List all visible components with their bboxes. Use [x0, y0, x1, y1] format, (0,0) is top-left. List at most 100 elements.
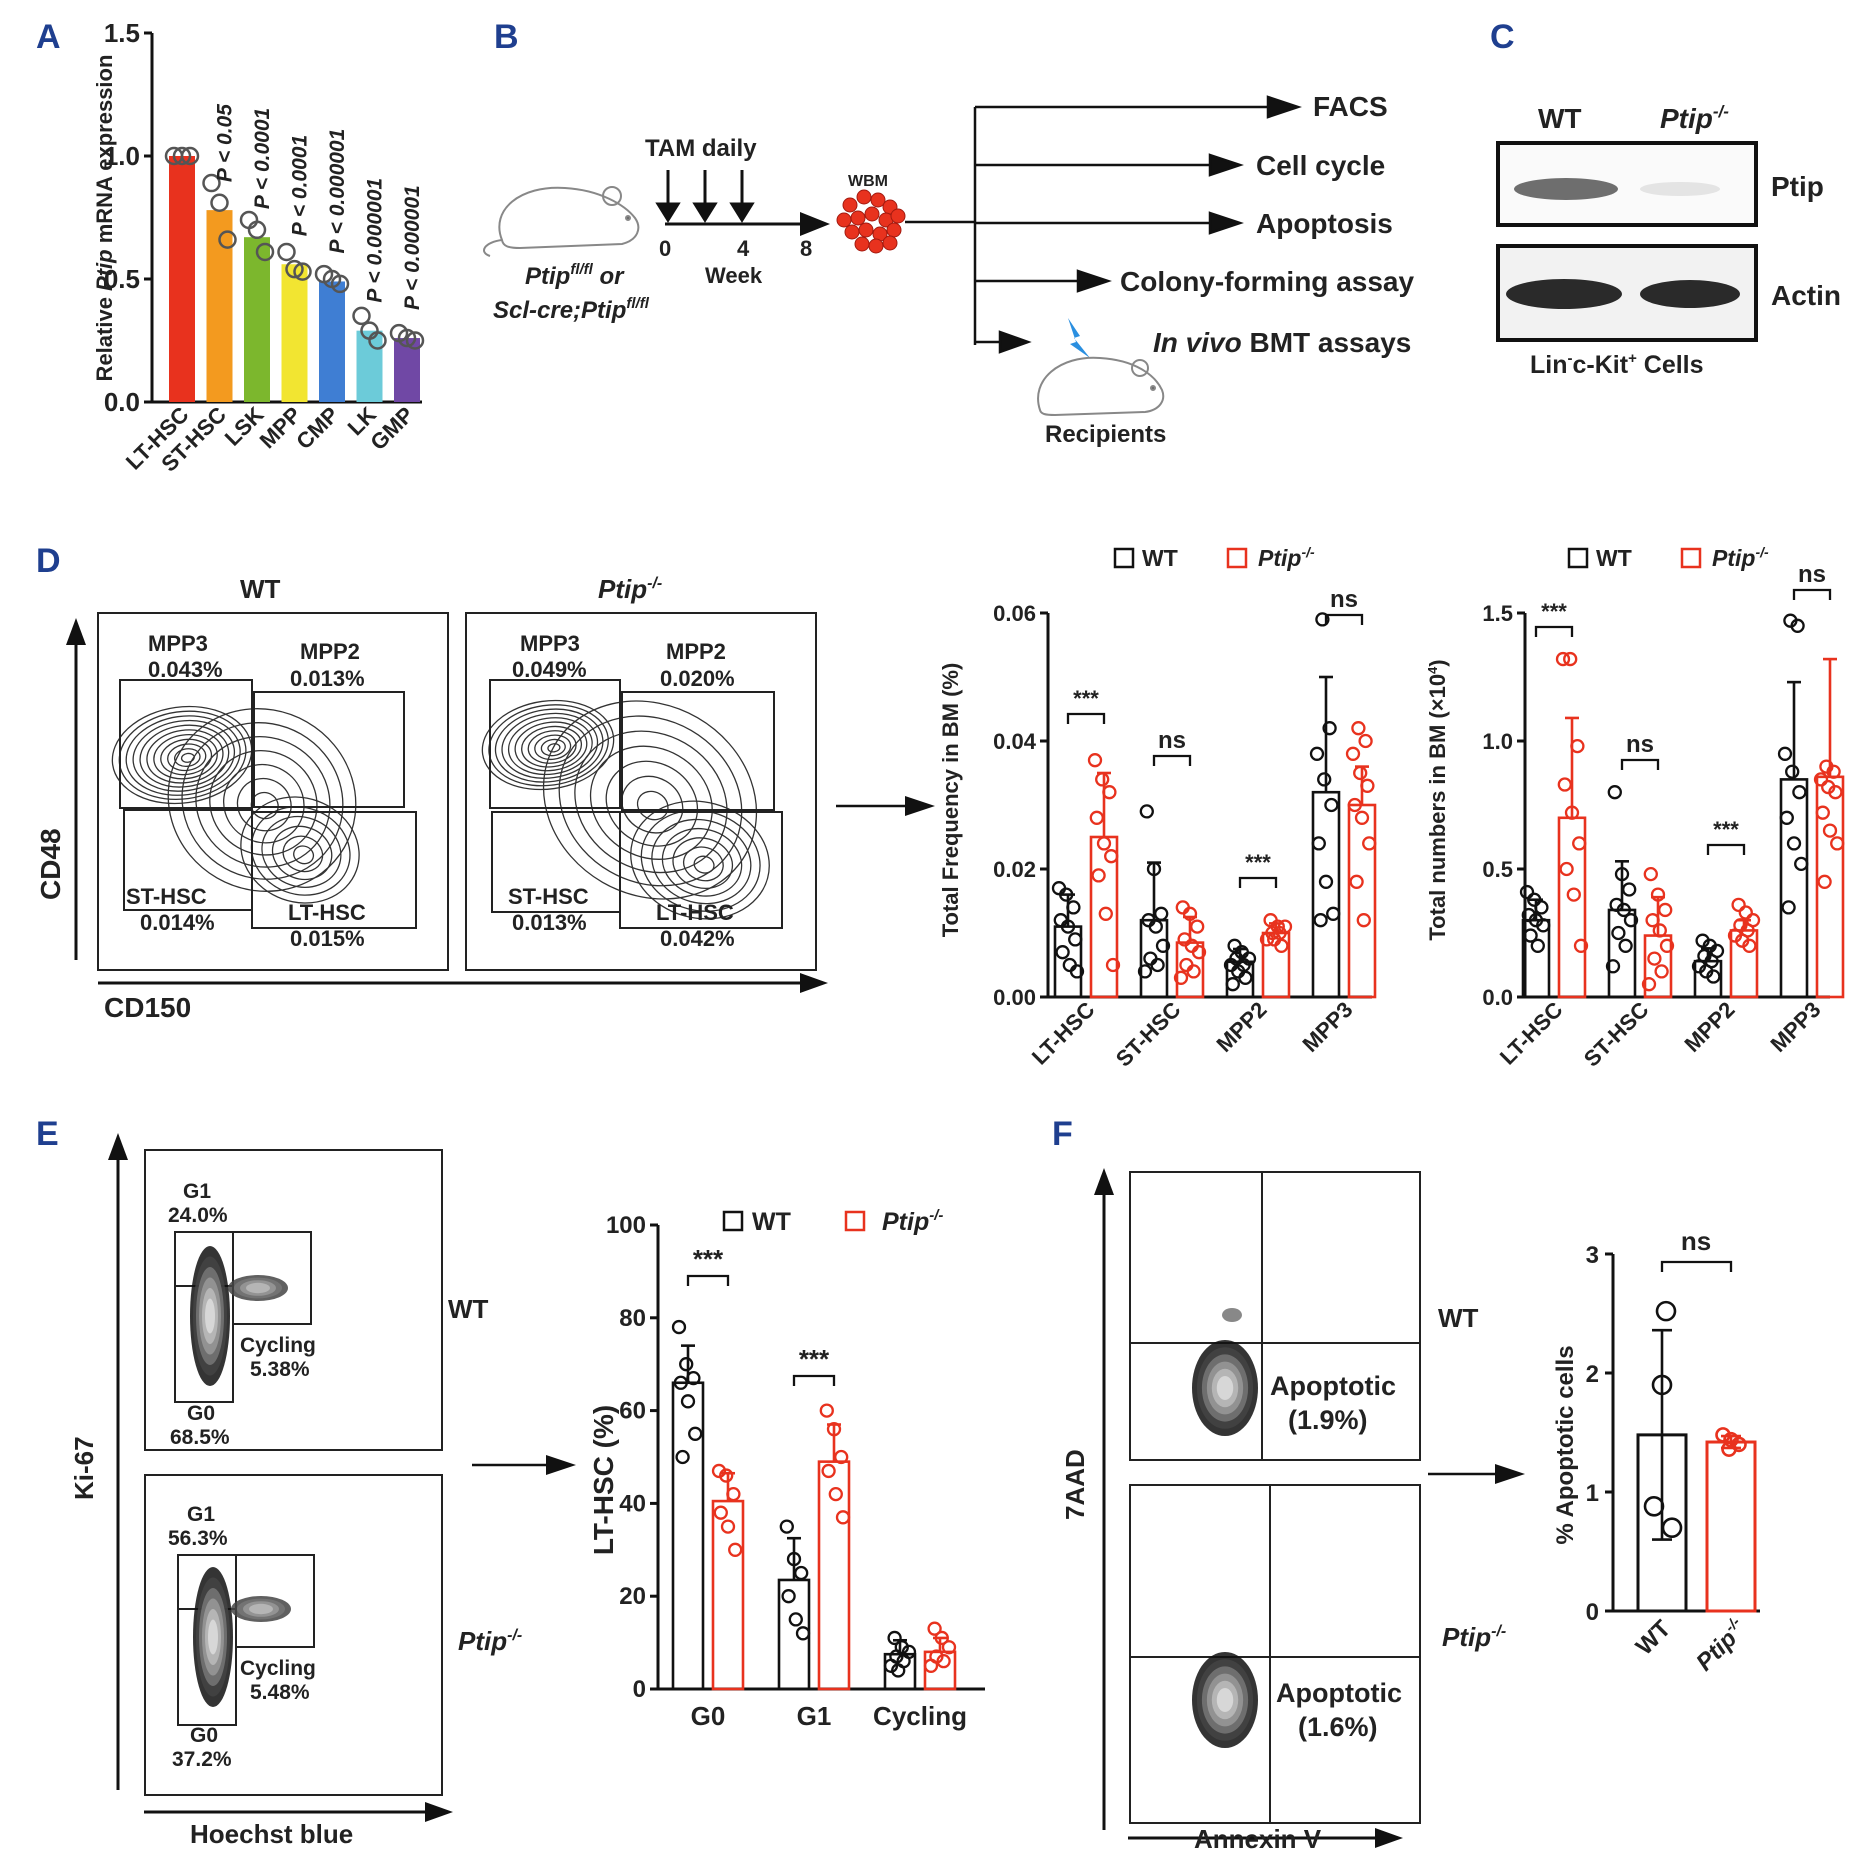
d-xlabel: CD150: [104, 992, 191, 1023]
d-freq-point: [1349, 874, 1364, 889]
d-num-point: [1706, 969, 1721, 984]
e-sig-bracket: [792, 1374, 836, 1386]
d-legend-2: WT Ptip-/-: [1567, 544, 1769, 571]
c-band-ptip-label: Ptip: [1771, 171, 1824, 202]
wbm-cell: [886, 222, 902, 238]
d-num-point: [1785, 764, 1800, 779]
d-num-sig-bracket: [1706, 843, 1746, 855]
e-point: [679, 1357, 694, 1372]
b-output-bmt: In vivo BMT assays: [1153, 327, 1411, 358]
e-x-label: G0: [691, 1701, 726, 1731]
e-point: [941, 1640, 957, 1655]
e-wt-g0: G0: [187, 1402, 215, 1425]
e-legend-ko: Ptip-/-: [882, 1207, 943, 1236]
d-freq-point: [1358, 733, 1373, 749]
b-output-colony: Colony-forming assay: [1120, 266, 1414, 297]
b-week-0: 0: [659, 236, 671, 261]
f-bar-ko: [1705, 1440, 1757, 1613]
d-ko-contour-main: [558, 715, 743, 887]
d-legend-1: WT Ptip-/-: [1113, 544, 1315, 571]
d-freq-point: [1105, 957, 1121, 973]
e-wt-g1: G1: [183, 1180, 211, 1203]
e-point: [883, 1658, 899, 1673]
d-num-point: [1622, 882, 1637, 897]
a-axis: 0.00.51.01.5: [104, 18, 422, 417]
a-y-tick-label: 1.0: [104, 141, 140, 171]
d-freq-ylabel: Total Frequency in BM (%): [938, 663, 963, 938]
c-band-ko-actin: [1640, 280, 1740, 308]
e-sig-label: ***: [799, 1344, 830, 1374]
d-num-x-label: MPP3: [1765, 997, 1825, 1057]
a-point: [247, 220, 267, 240]
e-point: [834, 1449, 849, 1465]
e-point: [728, 1542, 743, 1557]
e-point: [927, 1621, 942, 1636]
a-point: [202, 173, 221, 193]
d-ko-st: ST-HSC: [508, 884, 589, 909]
d-wt-mpp3-value: 0.043%: [148, 657, 223, 682]
a-point: [330, 274, 350, 294]
f-xlabel: Annexin V: [1194, 1824, 1322, 1851]
d-num-sig-label: ***: [1713, 817, 1739, 842]
d-ko-mpp2: MPP2: [666, 639, 726, 664]
f-contours: [1192, 1308, 1258, 1748]
d-legend-1-ko: Ptip-/-: [1258, 544, 1315, 571]
d-num-point: [1781, 900, 1796, 915]
d-freq-point: [1311, 836, 1326, 851]
d-freq-y-tick-label: 0.00: [993, 985, 1036, 1010]
panel-label-d: D: [36, 542, 61, 580]
panel-b: B Ptipfl/fl or Scl-cre;Ptipfl/fl TAM dai…: [483, 18, 1414, 448]
d-freq-point: [1055, 945, 1070, 960]
e-x-label: G1: [797, 1701, 832, 1731]
e-point: [923, 1658, 939, 1673]
f-point: [1655, 1300, 1677, 1322]
b-genotype-1: Ptipfl/fl or: [525, 261, 625, 290]
d-freq-sig-bracket: [1152, 754, 1192, 766]
a-point: [397, 328, 417, 348]
f-point: [1715, 1427, 1731, 1443]
e-bar-ko: [711, 1499, 745, 1691]
d-freq-point: [1066, 900, 1081, 915]
wbm-cell: [864, 206, 880, 222]
d-freq-x-label: LT-HSC: [1027, 997, 1100, 1070]
d-freq-point: [1104, 849, 1119, 864]
d-wt-mpp2-value: 0.013%: [290, 666, 365, 691]
e-y-tick-label: 100: [606, 1212, 646, 1239]
a-point: [293, 262, 312, 281]
d-num-point: [1534, 900, 1549, 915]
a-x-label: MPP: [255, 402, 306, 453]
f-ko-gate-value: (1.6%): [1298, 1712, 1378, 1742]
d-freq-point: [1089, 810, 1104, 825]
wbm-cell: [858, 222, 874, 238]
d-num-point: [1779, 810, 1794, 825]
e-ko-g0: G0: [190, 1724, 218, 1747]
a-y-tick-label: 0.0: [104, 387, 140, 417]
e-point: [686, 1370, 701, 1386]
d-freq-point: [1356, 913, 1371, 928]
e-y-tick-label: 0: [633, 1676, 646, 1703]
d-num-y-tick-label: 0.5: [1482, 857, 1513, 882]
d-num-point: [1822, 823, 1838, 838]
d-num-y-tick-label: 1.5: [1482, 601, 1513, 626]
c-caption: Lin-c-Kit+ Cells: [1530, 350, 1704, 379]
d-freq-point: [1313, 913, 1328, 928]
panel-label-c: C: [1490, 18, 1515, 56]
f-wt-label: WT: [1438, 1303, 1479, 1333]
panel-d: D WT Ptip-/- CD48 CD150 MPP3 0.043% MPP2…: [35, 542, 1845, 1072]
f-ko-contour: [1216, 1688, 1234, 1712]
mouse-icon: [483, 186, 640, 257]
b-wbm-label: WBM: [848, 173, 888, 190]
d-ko-contour-mpp3: [514, 721, 588, 772]
e-wt-plot: [144, 1149, 443, 1451]
d-freq-point: [1098, 906, 1113, 921]
panel-label-e: E: [36, 1115, 59, 1153]
d-freq-point: [1146, 861, 1162, 877]
f-point: [1651, 1374, 1673, 1396]
d-freq-sig-bracket: [1238, 876, 1278, 888]
f-wt-contour-dot: [1222, 1308, 1242, 1322]
panel-c: C WT Ptip-/- Ptip Actin Lin-c-Kit+ Cells: [1490, 18, 1841, 379]
f-ylabel: 7AAD: [1060, 1449, 1090, 1520]
d-freq-point: [1155, 938, 1171, 953]
d-wt-title: WT: [240, 574, 281, 604]
